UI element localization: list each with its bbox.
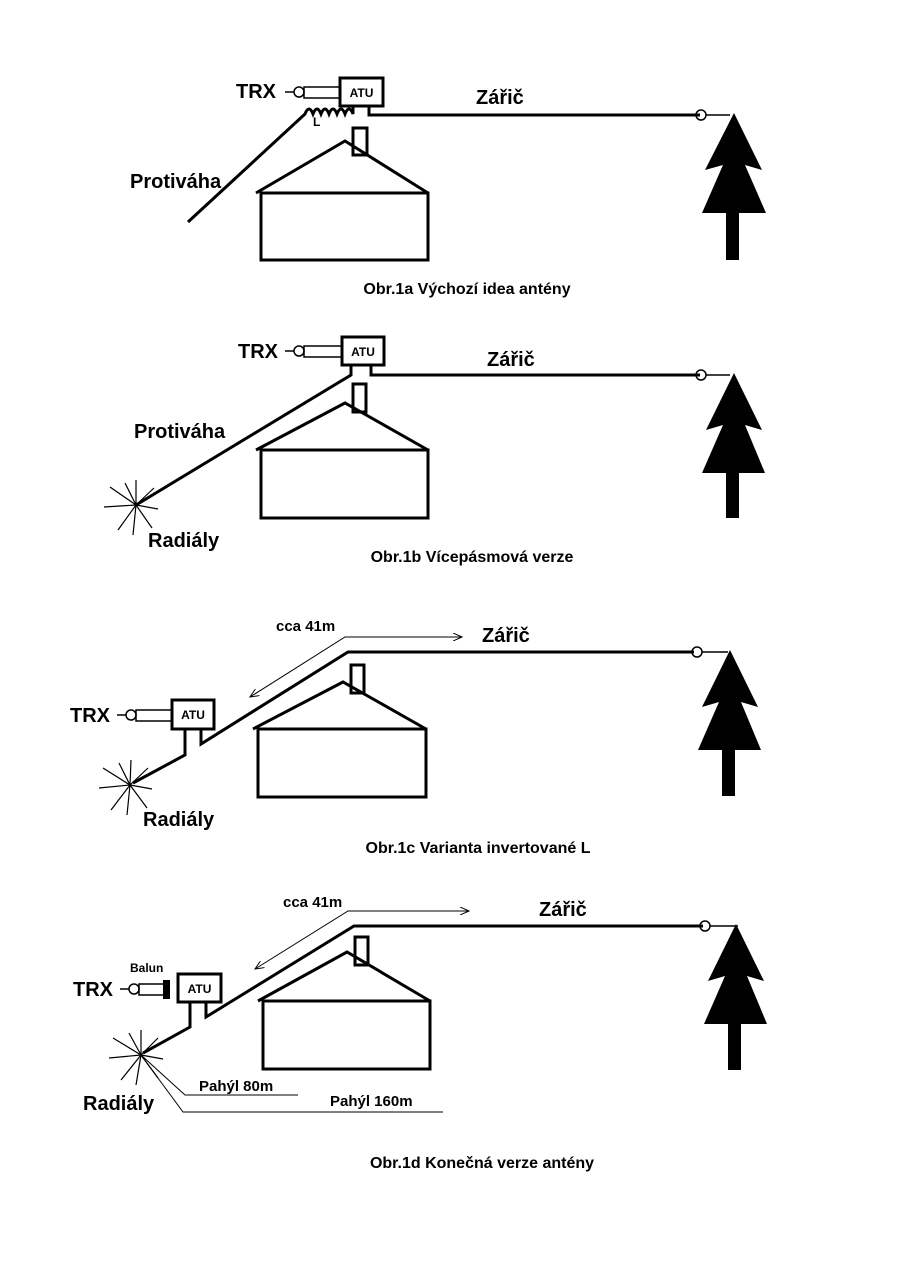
figure-1c: ATU cca 41m TRX Zářič Radiály Obr.1c Var… (70, 618, 761, 857)
house (252, 663, 428, 799)
balun-block (163, 980, 170, 999)
radials-label: Radiály (83, 1093, 155, 1115)
caption-1c: Obr.1c Varianta invertované L (366, 840, 591, 857)
radiator-label: Zářič (482, 625, 530, 647)
radiator-wire (199, 650, 694, 747)
trx-label: TRX (73, 979, 114, 1001)
trx-connector (120, 980, 170, 999)
stub160-label: Pahýl 160m (330, 1093, 413, 1110)
radiator-label: Zářič (487, 349, 535, 371)
radiator-wire (367, 106, 700, 117)
length-label: cca 41m (283, 894, 342, 911)
atu-box: ATU (340, 335, 386, 367)
stub-160m (140, 1054, 443, 1113)
counterpoise-label: Protiváha (130, 171, 222, 193)
ground-wire (132, 729, 187, 785)
figure-1a: ATU L TRX Zářič Protiváha Obr.1a Výchozí… (130, 76, 766, 298)
atu-box: ATU (170, 698, 216, 731)
stub-80m (140, 1054, 298, 1096)
ground-wire (142, 1002, 192, 1055)
stub80-label: Pahýl 80m (199, 1078, 273, 1095)
radiator-wire (369, 365, 700, 377)
counterpoise-wire (135, 365, 353, 507)
radials-icon (108, 1030, 164, 1086)
trx-label: TRX (236, 81, 277, 103)
house (255, 126, 430, 262)
figure-1b: ATU TRX Zářič Protiváha Radiály Obr.1b V… (103, 335, 765, 566)
trx-label: TRX (70, 705, 111, 727)
atu-box: ATU (176, 972, 223, 1004)
tree-icon (704, 924, 767, 1070)
radials-icon (103, 480, 159, 536)
caption-1a: Obr.1a Výchozí idea antény (363, 281, 570, 298)
radiator-label: Zářič (539, 899, 587, 921)
coil-label: L (313, 115, 320, 129)
atu-label: ATU (181, 708, 205, 722)
radials-label: Radiály (148, 530, 220, 552)
radiator-label: Zářič (476, 87, 524, 109)
radials-label: Radiály (143, 809, 215, 831)
tree-icon (702, 113, 766, 260)
length-label: cca 41m (276, 618, 335, 635)
figure-1d: Balun ATU Pahýl 80m Pahýl 160m cca 41m T… (73, 894, 767, 1172)
coil-counterpoise (186, 106, 355, 224)
radiator-wire (204, 924, 703, 1020)
balun-label: Balun (130, 961, 163, 975)
house (257, 935, 432, 1071)
house (255, 382, 430, 520)
counterpoise-label: Protiváha (134, 421, 226, 443)
tree-icon (698, 650, 761, 796)
atu-label: ATU (351, 345, 375, 359)
trx-connector (117, 709, 173, 722)
caption-1b: Obr.1b Vícepásmová verze (371, 549, 574, 566)
trx-label: TRX (238, 341, 279, 363)
atu-label: ATU (188, 982, 212, 996)
trx-connector (285, 345, 343, 358)
radials-icon (98, 759, 153, 816)
atu-label: ATU (350, 86, 374, 100)
trx-connector (285, 86, 341, 99)
atu-box: ATU (338, 76, 385, 108)
tree-icon (702, 373, 765, 518)
caption-1d: Obr.1d Konečná verze antény (370, 1155, 594, 1172)
